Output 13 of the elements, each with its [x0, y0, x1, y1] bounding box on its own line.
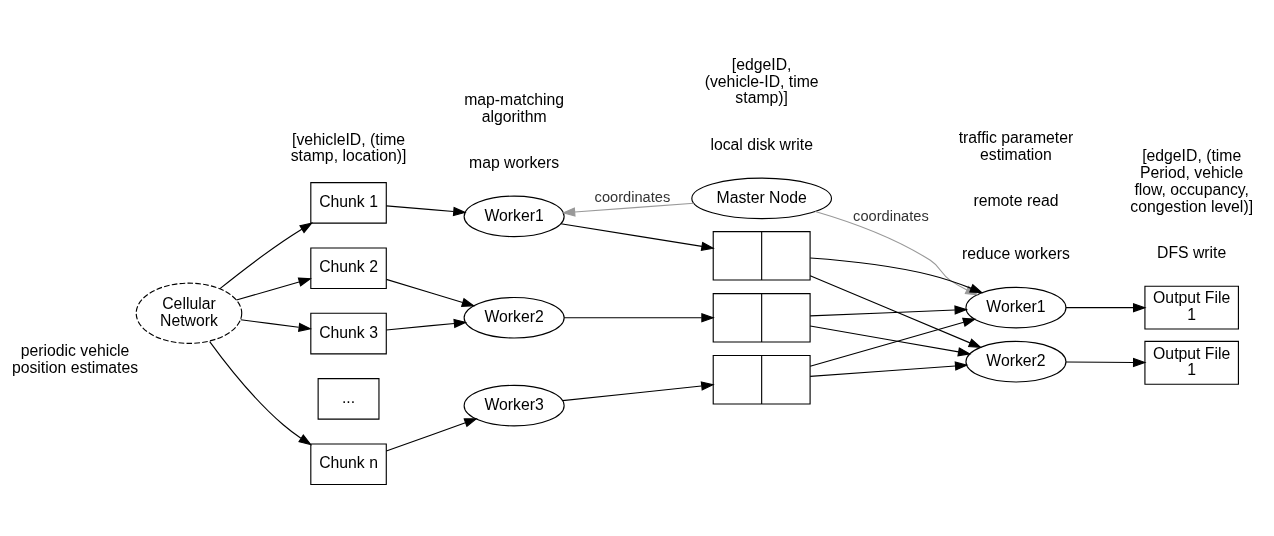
edge-label: coordinates [594, 188, 671, 205]
node-label: periodic vehicle position estimates [11, 341, 139, 376]
label: DFS write [1157, 243, 1227, 261]
label: [vehicleID, (time stamp, location)] [290, 130, 407, 164]
label: remote read [973, 191, 1059, 209]
edge-label: coordinates [853, 207, 929, 224]
label: traffic parameter estimation [958, 128, 1074, 163]
label: [edgeID, (vehicle-ID, time stamp)] [704, 55, 819, 106]
label: reduce workers [962, 244, 1070, 262]
label: map-matching algorithm [464, 90, 565, 125]
label: map workers [469, 153, 560, 171]
label: local disk write [710, 135, 813, 153]
label: [edgeID, (time Period, vehicle flow, occupancy, congestion level)] [1130, 146, 1254, 215]
